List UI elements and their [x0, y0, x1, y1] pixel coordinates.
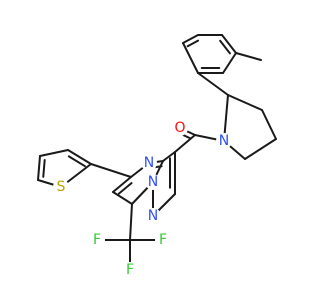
bond-tc2-tc3 — [67, 149, 92, 165]
bond-t6-pc2 — [197, 72, 229, 96]
bond-inner-t3-t4 — [219, 39, 231, 55]
bond-c3a-c3 — [162, 151, 176, 162]
bond-pc3-pc2 — [227, 94, 263, 111]
bond-t4-me — [235, 52, 262, 61]
fluorine-atom-1-background — [89, 232, 105, 248]
bond-c5-tc2 — [90, 163, 132, 178]
bond-tc4-tc5 — [37, 155, 41, 181]
amide-nitrogen-atom: N — [219, 133, 229, 149]
pyrazole-nitrogen-atom-background — [145, 208, 161, 224]
pyrimidine-nitrogen-atom: N — [144, 155, 154, 171]
bond-inner-tc2-tc3 — [67, 155, 86, 168]
fluorine-atom-3: F — [126, 262, 134, 278]
oxygen-atom-background — [172, 120, 188, 136]
bond-pc4-pc3 — [261, 109, 277, 140]
bond-inner-tc4-tc5 — [42, 159, 46, 178]
sulfur-atom: S — [57, 179, 66, 195]
fluorine-atom-2: F — [159, 232, 167, 248]
pyrazole-nitrogen-atom: N — [148, 208, 158, 224]
oxygen-atom: O — [174, 120, 185, 136]
bond-pc5-pc4 — [244, 138, 277, 160]
sulfur-atom-background — [53, 179, 69, 195]
fluorine-atom-2-background — [155, 232, 171, 248]
bridgehead-nitrogen-atom: N — [148, 174, 158, 190]
amide-nitrogen-atom-background — [216, 133, 232, 149]
bond-t6-t1 — [182, 42, 199, 74]
bond-inner-t1-t2 — [186, 39, 200, 48]
bond-tc3-tc4 — [39, 149, 69, 157]
bond-t1-t2 — [182, 34, 199, 44]
bond-cc-c3 — [174, 134, 196, 153]
bond-c5-c6 — [112, 176, 132, 193]
fluorine-atom-3-background — [122, 262, 138, 278]
bond-t3-t4 — [221, 34, 237, 54]
bond-t4-t5 — [222, 52, 237, 74]
pyrimidine-nitrogen-atom-background — [141, 155, 157, 171]
bond-c7-cf — [129, 203, 133, 241]
bond-c6-c7 — [112, 191, 133, 205]
bond-inner-c5-c6 — [117, 182, 133, 195]
fluorine-atom-1: F — [93, 232, 101, 248]
bridgehead-nitrogen-atom-background — [145, 174, 161, 190]
